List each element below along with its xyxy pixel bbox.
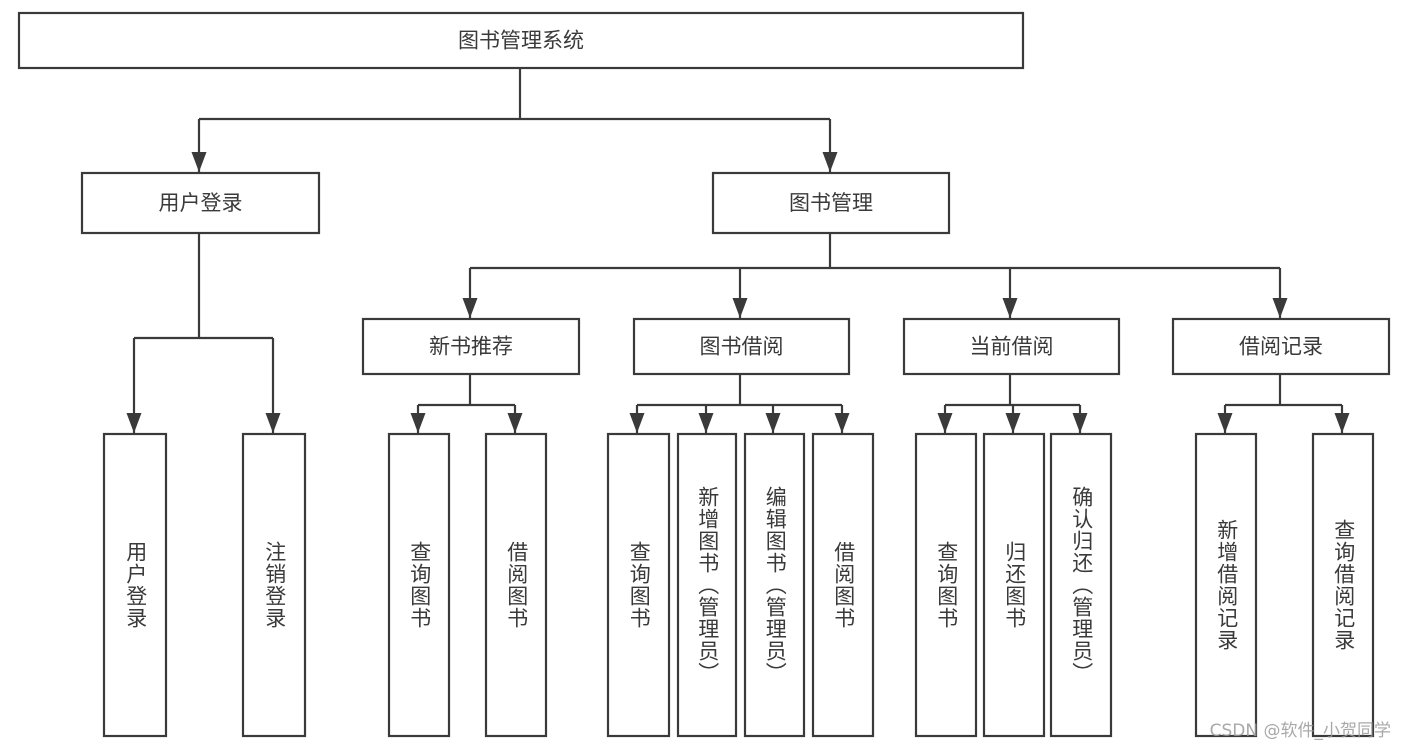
leaf-box[interactable] — [241, 432, 307, 738]
level2-node[interactable]: 新书推荐 — [361, 317, 581, 376]
leaf-node[interactable] — [387, 432, 451, 738]
arrow-head-icon — [629, 413, 645, 433]
arrow-head-icon — [822, 152, 838, 172]
leaf-box[interactable] — [811, 432, 875, 738]
leaf-node[interactable] — [484, 432, 548, 738]
arrow-head-icon — [765, 413, 781, 433]
leaf-box[interactable] — [484, 432, 548, 738]
leaf-box[interactable] — [982, 432, 1046, 738]
level1-box[interactable] — [711, 171, 951, 235]
leaf-box[interactable] — [914, 432, 978, 738]
leaf-node[interactable] — [241, 432, 307, 738]
level1-node[interactable]: 图书管理 — [711, 171, 951, 235]
arrow-head-icon — [1072, 413, 1088, 433]
arrow-head-icon — [1334, 413, 1350, 433]
root-box[interactable] — [17, 11, 1025, 70]
leaf-node[interactable] — [1311, 432, 1375, 738]
leaf-box[interactable] — [676, 432, 738, 738]
leaf-node[interactable] — [102, 432, 168, 738]
level2-label: 借阅记录 — [1239, 335, 1323, 359]
connector-layer — [132, 67, 1344, 433]
arrow-head-icon — [732, 298, 748, 318]
leaf-node[interactable] — [982, 432, 1046, 738]
leaf-node[interactable] — [1049, 432, 1113, 738]
arrow-head-icon — [410, 413, 426, 433]
level2-label: 新书推荐 — [429, 335, 513, 359]
root-label: 图书管理系统 — [458, 29, 584, 53]
level2-box[interactable] — [1171, 317, 1391, 376]
level2-node[interactable]: 借阅记录 — [1171, 317, 1391, 376]
arrow-head-icon — [191, 152, 207, 172]
arrow-head-icon — [462, 298, 478, 318]
level1-box[interactable] — [80, 171, 321, 235]
leaf-box[interactable] — [606, 432, 671, 738]
level2-label: 当前借阅 — [970, 335, 1054, 359]
leaf-node[interactable] — [676, 432, 738, 738]
level2-label: 图书借阅 — [700, 335, 784, 359]
arrow-head-icon — [1217, 413, 1233, 433]
arrow-head-icon — [834, 413, 850, 433]
leaf-node[interactable] — [1194, 432, 1258, 738]
arrow-head-icon — [1002, 298, 1018, 318]
leaf-node[interactable] — [743, 432, 806, 738]
root-node[interactable]: 图书管理系统 — [17, 11, 1025, 70]
level2-box[interactable] — [632, 317, 851, 376]
level1-label: 图书管理 — [789, 191, 873, 215]
arrow-head-icon — [1005, 413, 1021, 433]
leaf-node[interactable] — [606, 432, 671, 738]
level2-box[interactable] — [361, 317, 581, 376]
level2-node[interactable]: 当前借阅 — [902, 317, 1121, 376]
watermark-text: CSDN @软件_小贺同学 — [1209, 721, 1391, 741]
level2-box[interactable] — [902, 317, 1121, 376]
level1-node[interactable]: 用户登录 — [80, 171, 321, 235]
leaf-box[interactable] — [102, 432, 168, 738]
leaf-node[interactable] — [811, 432, 875, 738]
leaf-node[interactable] — [914, 432, 978, 738]
leaf-box[interactable] — [387, 432, 451, 738]
level2-node[interactable]: 图书借阅 — [632, 317, 851, 376]
arrow-layer — [126, 152, 1350, 433]
leaf-box[interactable] — [1311, 432, 1375, 738]
leaf-box[interactable] — [1049, 432, 1113, 738]
arrow-head-icon — [265, 413, 281, 433]
leaf-box[interactable] — [743, 432, 806, 738]
arrow-head-icon — [126, 413, 142, 433]
arrow-head-icon — [1272, 298, 1288, 318]
level1-label: 用户登录 — [159, 191, 243, 215]
arrow-head-icon — [937, 413, 953, 433]
arrow-head-icon — [698, 413, 714, 433]
arrow-head-icon — [507, 413, 523, 433]
leaf-box[interactable] — [1194, 432, 1258, 738]
